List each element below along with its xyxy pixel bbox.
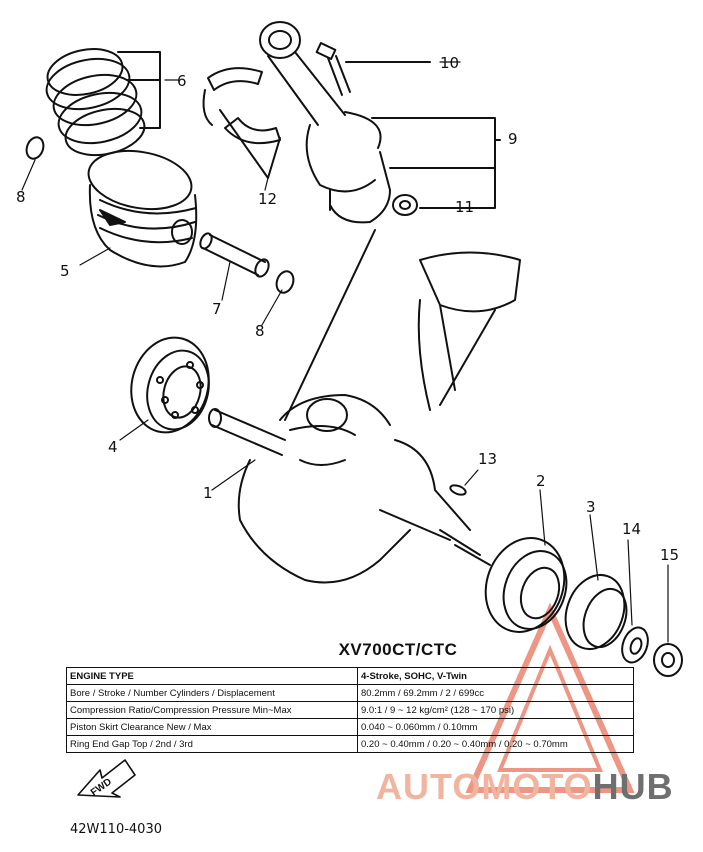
callout-1: 1 [203,484,213,502]
right-main-bearing [484,537,568,633]
crankshaft [208,229,521,584]
spec-label: Ring End Gap Top / 2nd / 3rd [66,735,358,753]
spec-label: Bore / Stroke / Number Cylinders / Displ… [66,684,358,702]
callout-7: 7 [212,300,222,318]
crank-nut [653,643,683,677]
callout-5: 5 [60,262,70,280]
piston-rings [45,48,161,157]
piston-pin [199,232,270,278]
table-row: Bore / Stroke / Number Cylinders / Displ… [66,684,634,702]
rod-nut [392,194,418,216]
connecting-rod [259,21,501,224]
table-row: ENGINE TYPE 4-Stroke, SOHC, V-Twin [66,667,634,685]
spec-value: 0.040 ~ 0.060mm / 0.10mm [357,718,634,736]
circlip-lower [275,270,295,294]
circlip-upper [25,136,45,160]
spec-value: 0.20 ~ 0.40mm / 0.20 ~ 0.40mm / 0.20 ~ 0… [357,735,634,753]
model-title: XV700CT/CTC [338,640,458,659]
callout-8-upper: 8 [16,188,26,206]
piston [87,149,198,268]
forward-arrow-icon [77,759,136,798]
callout-2: 2 [536,472,546,490]
engine-spec-table: ENGINE TYPE 4-Stroke, SOHC, V-Twin Bore … [66,667,634,753]
callout-3: 3 [586,498,596,516]
callout-9: 9 [508,130,518,148]
callout-8-lower: 8 [255,322,265,340]
table-row: Ring End Gap Top / 2nd / 3rd 0.20 ~ 0.40… [66,735,634,753]
callout-14: 14 [622,520,642,538]
watermark-logo: AUTOMOTOHUB [376,766,674,808]
table-row: Piston Skirt Clearance New / Max 0.040 ~… [66,718,634,736]
roller-bearing [564,574,628,650]
spec-value: 80.2mm / 69.2mm / 2 / 699cc [357,684,634,702]
callout-12: 12 [258,190,278,208]
rod-bolt [315,42,431,96]
callout-13: 13 [478,450,498,468]
callout-6: 6 [177,72,187,90]
spec-label: Piston Skirt Clearance New / Max [66,718,358,736]
diagram-code: 42W110-4030 [70,822,162,837]
watermark-part2: HUB [592,766,674,807]
washer [621,626,649,664]
connecting-rod-bearings [202,67,281,179]
spec-label: ENGINE TYPE [66,667,358,685]
leader-lines [21,61,669,643]
spec-value: 9.0:1 / 9 ~ 12 kg/cm² (128 ~ 170 psi) [357,701,634,719]
callout-15: 15 [660,546,680,564]
woodruff-key [449,484,467,496]
spec-value: 4-Stroke, SOHC, V-Twin [357,667,634,685]
callout-11: 11 [455,198,475,216]
callout-4: 4 [108,438,118,456]
watermark-part1: AUTOMOTO [376,766,593,807]
table-row: Compression Ratio/Compression Pressure M… [66,701,634,719]
spec-label: Compression Ratio/Compression Pressure M… [66,701,358,719]
callout-10: 10 [440,54,460,72]
left-main-bearing [130,336,210,434]
